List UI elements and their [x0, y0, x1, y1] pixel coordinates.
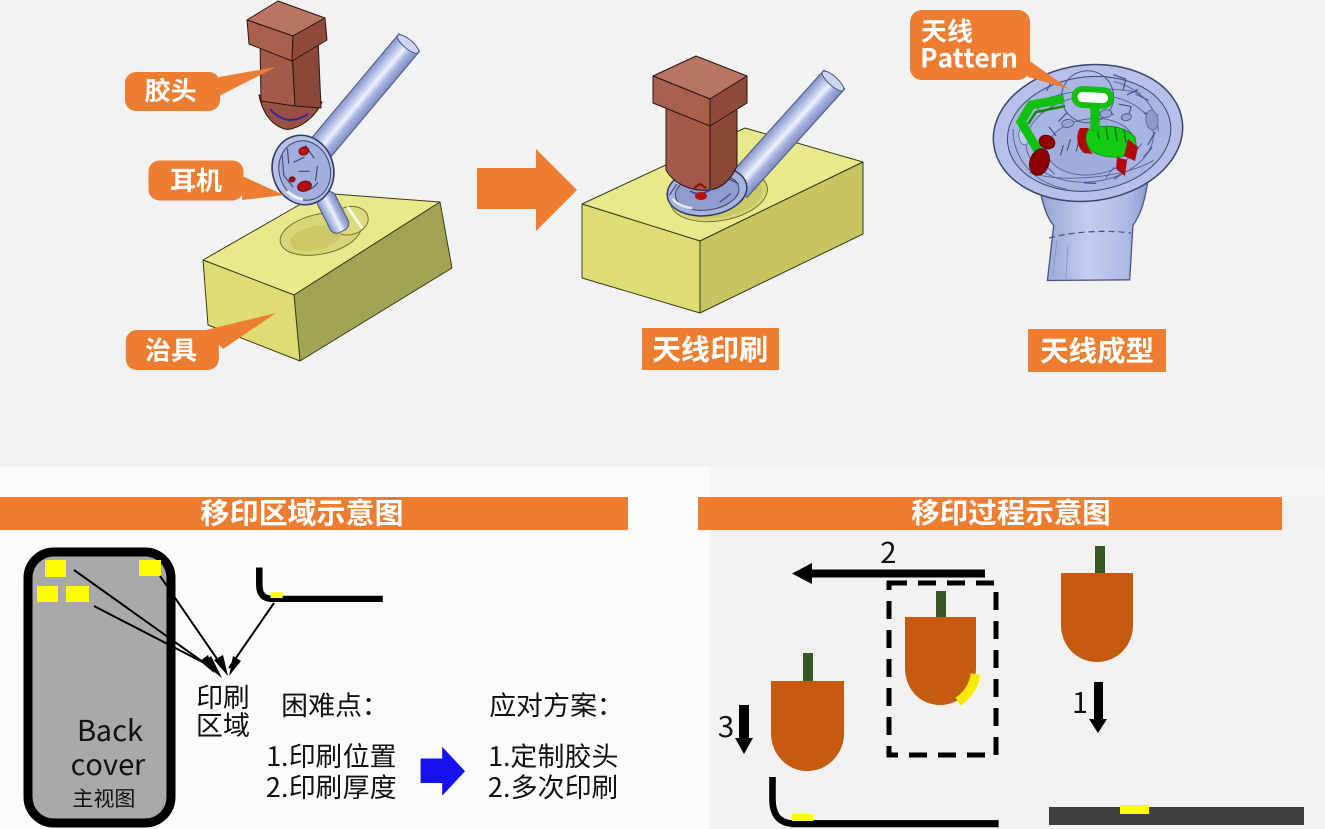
svg-text:1: 1	[1072, 680, 1088, 722]
svg-text:2.多次印刷: 2.多次印刷	[488, 766, 619, 805]
svg-text:治具: 治具	[145, 331, 197, 368]
svg-text:耳机: 耳机	[170, 161, 222, 198]
svg-text:天线: 天线	[921, 12, 973, 49]
svg-text:移印过程示意图: 移印过程示意图	[911, 491, 1111, 532]
svg-text:区域: 区域	[196, 704, 250, 743]
svg-text:1.印刷位置: 1.印刷位置	[266, 735, 397, 774]
svg-text:胶头: 胶头	[144, 71, 196, 108]
svg-text:Back: Back	[77, 708, 144, 750]
svg-text:1.定制胶头: 1.定制胶头	[488, 735, 619, 774]
svg-text:Pattern: Pattern	[920, 39, 1018, 76]
svg-text:印刷: 印刷	[196, 676, 250, 715]
svg-text:天线印刷: 天线印刷	[652, 327, 768, 369]
svg-text:3: 3	[718, 704, 734, 746]
svg-text:主视图: 主视图	[73, 783, 136, 813]
svg-text:困难点：: 困难点：	[281, 684, 389, 723]
svg-text:2: 2	[880, 530, 896, 572]
svg-text:应对方案：: 应对方案：	[489, 684, 624, 723]
svg-text:天线成型: 天线成型	[1040, 329, 1154, 370]
svg-text:cover: cover	[71, 742, 147, 784]
svg-text:2.印刷厚度: 2.印刷厚度	[266, 766, 397, 805]
svg-text:移印区域示意图: 移印区域示意图	[200, 491, 403, 533]
